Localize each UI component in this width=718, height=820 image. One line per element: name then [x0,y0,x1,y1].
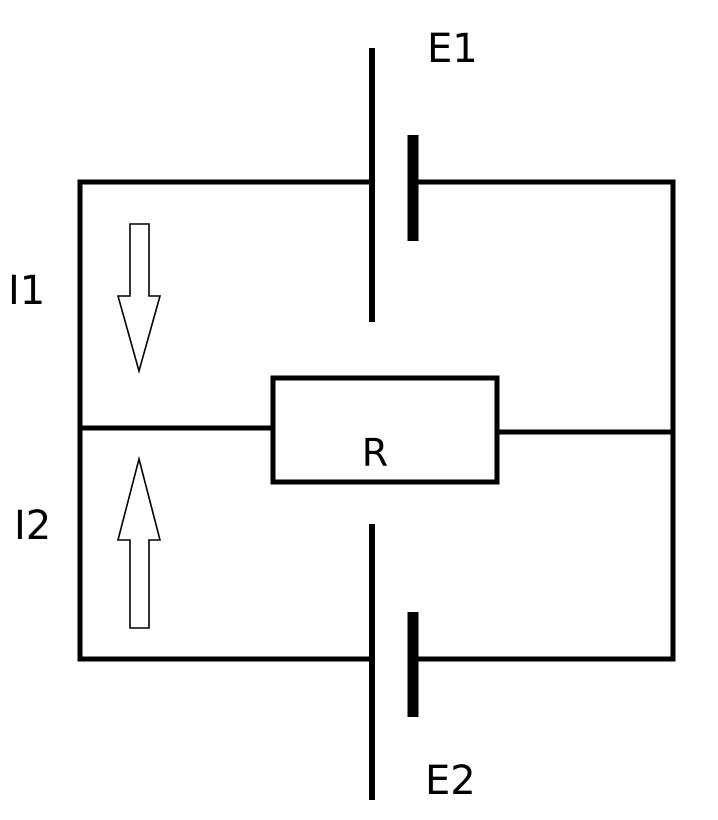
resistor-r [270,375,500,485]
arrow-down-icon [116,223,162,374]
battery-e2-label: E2 [425,758,476,804]
bottom-loop-wires [77,425,676,662]
battery-e2: E2 [369,524,476,804]
current-i2-label: I2 [14,503,51,549]
top-loop-wires [77,179,676,435]
resistor-branch: R [77,375,676,485]
resistor-label: R [362,431,388,475]
battery-e1: E1 [369,26,478,322]
arrow-up-icon [116,455,162,629]
current-i1-label: I1 [8,268,45,314]
battery-e1-label: E1 [427,26,478,72]
current-i2: I2 [14,455,162,629]
current-i1: I1 [8,223,162,374]
